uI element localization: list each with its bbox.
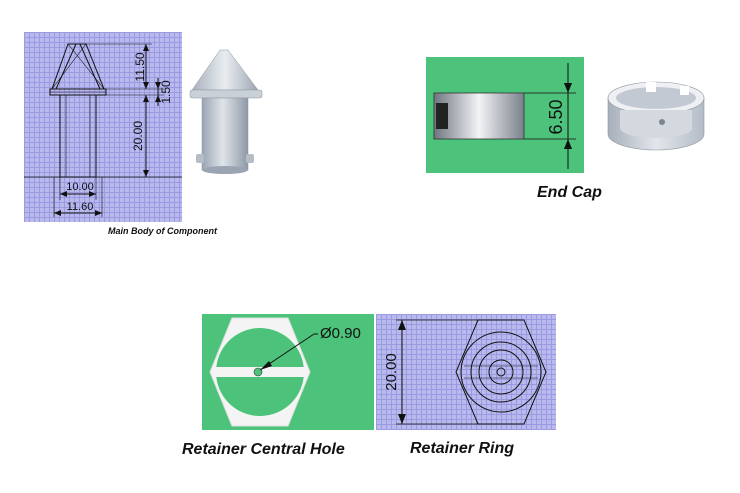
main-body-drawing: 11.50 1.50 20.00 10.00 11.60 xyxy=(24,32,182,222)
dim-flange-label: 1.50 xyxy=(159,80,173,104)
end-cap-3d-image xyxy=(607,81,705,151)
dim-inner-label: 10.00 xyxy=(66,181,94,193)
end-cap-render xyxy=(600,68,710,158)
retainer-ring-sketch: 20.00 xyxy=(383,319,547,425)
main-body-caption: Main Body of Component xyxy=(108,226,217,236)
retainer-hole-drawing: Ø0.90 xyxy=(202,314,374,430)
main-body-render xyxy=(186,42,266,177)
retainer-hole-sketch: Ø0.90 xyxy=(209,317,361,427)
retainer-hole-caption: Retainer Central Hole xyxy=(182,441,345,458)
dim-height-label: 20.00 xyxy=(131,121,145,151)
main-body-sketch: 11.50 1.50 20.00 10.00 11.60 xyxy=(24,43,182,217)
retainer-ring-drawing: 20.00 xyxy=(376,314,556,430)
retainer-ring-dim-label: 20.00 xyxy=(383,353,400,391)
end-cap-dim-label: 6.50 xyxy=(546,99,566,134)
end-cap-sketch: 6.50 xyxy=(433,63,576,169)
retainer-ring-caption: Retainer Ring xyxy=(410,440,515,457)
end-cap-drawing: 6.50 xyxy=(426,57,584,173)
dim-top-label: 11.50 xyxy=(133,52,147,81)
end-cap-caption: End Cap xyxy=(537,184,602,201)
retainer-hole-dim-label: Ø0.90 xyxy=(320,325,361,342)
main-body-3d-image xyxy=(189,49,263,174)
dim-outer-label: 11.60 xyxy=(67,201,94,213)
